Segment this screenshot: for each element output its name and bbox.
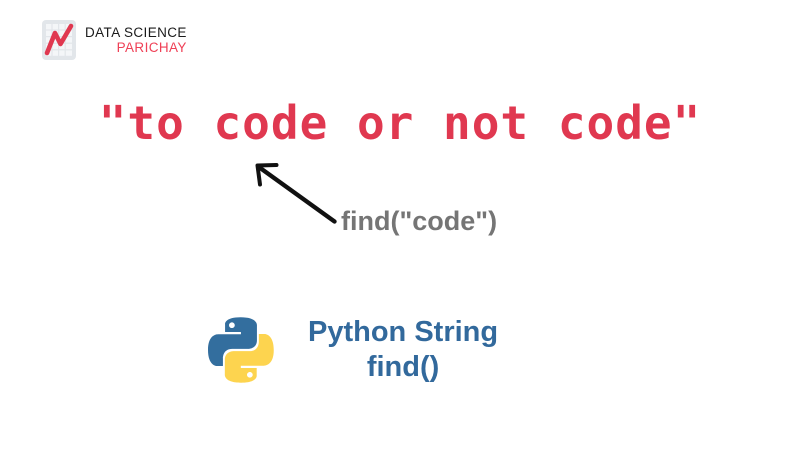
brand-line-secondary: PARICHAY: [116, 40, 187, 55]
arrow-up-left-icon: [246, 152, 356, 237]
annotation-label: find("code"): [341, 206, 498, 236]
footer-caption-line1: Python String: [308, 316, 499, 348]
brand-logo: DATA SCIENCE PARICHAY: [42, 20, 187, 60]
footer-caption: Python String find(): [308, 315, 498, 386]
brand-wordmark: DATA SCIENCE PARICHAY: [85, 25, 187, 55]
chart-grid-icon: [42, 20, 76, 60]
headline-string: "to code or not code": [98, 96, 702, 150]
python-logo-icon: [208, 316, 274, 384]
footer-caption-line2: find(): [366, 351, 440, 384]
brand-line-primary: DATA SCIENCE: [85, 24, 187, 40]
footer-block: Python String find(): [208, 315, 498, 386]
